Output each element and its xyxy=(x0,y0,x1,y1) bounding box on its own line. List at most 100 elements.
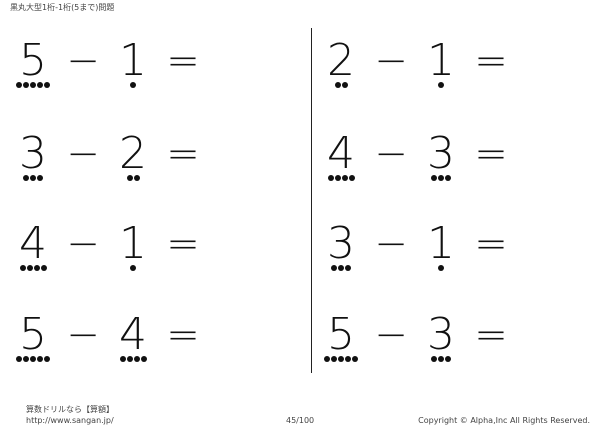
minus-sign: − xyxy=(374,312,408,358)
count-dot xyxy=(438,356,444,362)
minuend-dots xyxy=(316,175,366,181)
count-dot xyxy=(23,356,29,362)
minuend-digit: 4 xyxy=(327,128,355,179)
count-dot xyxy=(19,265,26,271)
count-dot xyxy=(37,175,43,181)
count-dot xyxy=(44,82,50,88)
minuend: 4 xyxy=(316,131,366,187)
count-dot xyxy=(130,82,136,88)
count-dot xyxy=(23,82,29,88)
copyright: Copyright © Alpha,Inc All Rights Reserve… xyxy=(418,416,590,425)
count-dot xyxy=(26,265,33,271)
count-dot xyxy=(16,356,22,362)
count-dot xyxy=(37,356,43,362)
footer-brand: 算数ドリルなら【算額】 xyxy=(26,405,114,414)
subtrahend: 2 xyxy=(108,131,158,187)
problem-column-right: 2 − 1 = 4 − 3 = 3 − 1 = xyxy=(316,0,600,429)
minuend-dots xyxy=(316,82,366,88)
count-dot xyxy=(23,175,29,181)
subtrahend-digit: 1 xyxy=(427,218,455,269)
minuend-digit: 2 xyxy=(327,35,355,86)
minuend-digit: 5 xyxy=(19,35,47,86)
minus-sign: − xyxy=(374,131,408,177)
subtrahend-digit: 3 xyxy=(427,309,455,360)
minuend-dots xyxy=(8,175,58,181)
minuend-dots xyxy=(316,356,366,362)
page-number: 45/100 xyxy=(286,416,315,425)
footer-url-link[interactable]: http://www.sangan.jp/ xyxy=(26,416,114,425)
count-dot xyxy=(445,356,451,362)
count-dot xyxy=(37,82,43,88)
subtrahend-dots xyxy=(416,265,466,271)
subtrahend-digit: 3 xyxy=(427,128,455,179)
problem-row: 4 − 3 = xyxy=(316,131,516,187)
count-dot xyxy=(331,356,337,362)
subtrahend: 1 xyxy=(108,38,158,94)
equals-sign: = xyxy=(166,131,200,177)
count-dot xyxy=(334,175,341,181)
count-dot xyxy=(126,175,133,181)
minuend: 5 xyxy=(8,38,58,94)
count-dot xyxy=(133,356,140,362)
minuend: 4 xyxy=(8,221,58,277)
column-divider xyxy=(311,28,312,373)
count-dot xyxy=(348,175,355,181)
count-dot xyxy=(133,175,140,181)
count-dot xyxy=(438,265,444,271)
problem-column-left: 5 − 1 = 3 − 2 = 4 − 1 = xyxy=(8,0,298,429)
count-dot xyxy=(30,356,36,362)
minus-sign: − xyxy=(66,221,100,267)
minuend-digit: 3 xyxy=(19,128,47,179)
minuend-dots xyxy=(8,82,58,88)
count-dot xyxy=(431,175,437,181)
count-dot xyxy=(338,356,344,362)
minus-sign: − xyxy=(66,131,100,177)
subtrahend-dots xyxy=(108,265,158,271)
minuend: 5 xyxy=(8,312,58,368)
minuend-digit: 4 xyxy=(19,218,47,269)
equals-sign: = xyxy=(166,312,200,358)
subtrahend-digit: 1 xyxy=(119,218,147,269)
equals-sign: = xyxy=(166,38,200,84)
count-dot xyxy=(345,356,351,362)
count-dot xyxy=(445,175,451,181)
count-dot xyxy=(30,82,36,88)
subtrahend-dots xyxy=(108,175,158,181)
minuend-dots xyxy=(8,356,58,362)
problem-row: 5 − 4 = xyxy=(8,312,208,368)
count-dot xyxy=(331,265,337,271)
subtrahend: 4 xyxy=(108,312,158,368)
subtrahend: 3 xyxy=(416,312,466,368)
worksheet-title: 黒丸大型1桁-1桁(5まで)問題 xyxy=(10,3,115,12)
count-dot xyxy=(33,265,40,271)
count-dot xyxy=(345,265,351,271)
count-dot xyxy=(16,82,22,88)
minuend-dots xyxy=(8,265,58,271)
subtrahend: 1 xyxy=(108,221,158,277)
count-dot xyxy=(431,356,437,362)
minuend: 2 xyxy=(316,38,366,94)
equals-sign: = xyxy=(474,38,508,84)
minus-sign: − xyxy=(66,312,100,358)
footer-brand-block: 算数ドリルなら【算額】 http://www.sangan.jp/ xyxy=(26,404,114,426)
problem-row: 4 − 1 = xyxy=(8,221,208,277)
minuend-digit: 5 xyxy=(327,309,355,360)
count-dot xyxy=(438,82,444,88)
subtrahend-digit: 1 xyxy=(427,35,455,86)
subtrahend-dots xyxy=(416,82,466,88)
subtrahend-dots xyxy=(108,356,158,362)
minus-sign: − xyxy=(374,221,408,267)
minuend: 3 xyxy=(8,131,58,187)
subtrahend-digit: 2 xyxy=(119,128,147,179)
count-dot xyxy=(126,356,133,362)
subtrahend-dots xyxy=(108,82,158,88)
subtrahend-digit: 4 xyxy=(119,309,147,360)
count-dot xyxy=(130,265,136,271)
count-dot xyxy=(327,175,334,181)
count-dot xyxy=(30,175,36,181)
minuend-digit: 5 xyxy=(19,309,47,360)
count-dot xyxy=(44,356,50,362)
equals-sign: = xyxy=(474,131,508,177)
minus-sign: − xyxy=(374,38,408,84)
problem-row: 3 − 1 = xyxy=(316,221,516,277)
